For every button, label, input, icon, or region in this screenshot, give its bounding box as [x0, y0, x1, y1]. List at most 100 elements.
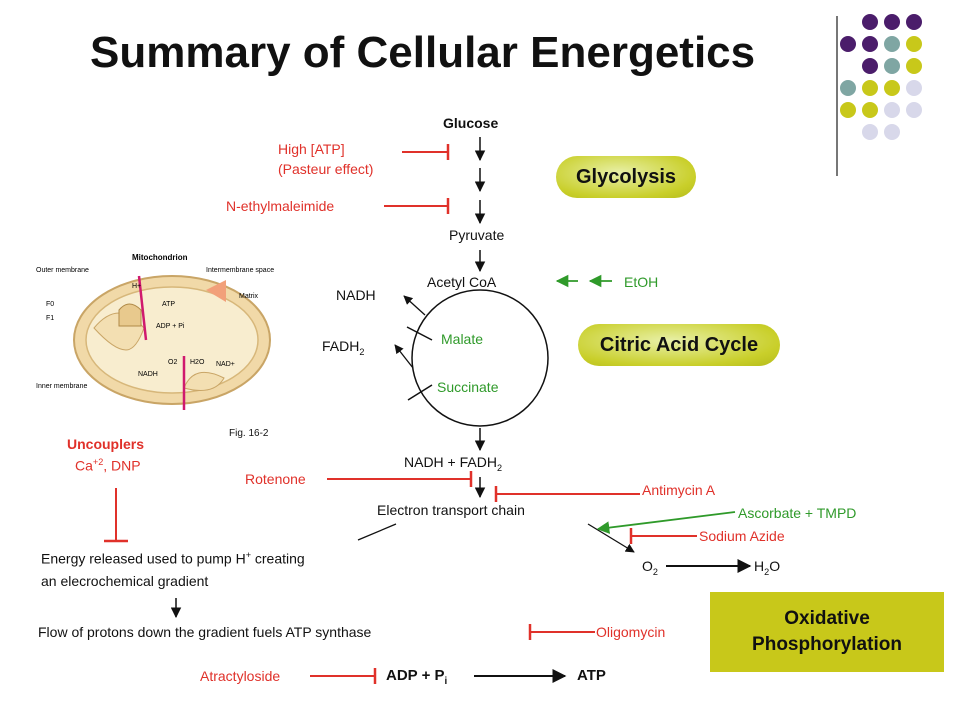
adp-text: ADP + P	[386, 667, 445, 684]
oligomycin-label: Oligomycin	[596, 624, 666, 640]
energy-line1-b: creating	[251, 550, 305, 567]
energy-line-1: Energy released used to pump H+ creating	[41, 550, 305, 567]
h2o-o: O	[769, 558, 781, 574]
fadh2-label: FADH2	[322, 338, 364, 357]
tca-nadh-arrow	[403, 295, 426, 316]
oxidative-phosphorylation-box: Oxidative Phosphorylation	[710, 592, 944, 672]
energy-line-2: an elecrochemical gradient	[41, 573, 209, 589]
decorative-dot	[884, 14, 900, 30]
decorative-dot	[884, 80, 900, 96]
mito-atp: ATP	[162, 301, 175, 308]
decorative-dot	[862, 102, 878, 118]
atractyloside-label: Atractyloside	[200, 668, 281, 684]
uncouplers-title: Uncouplers	[67, 436, 145, 452]
oxidative-line-1: Oxidative	[784, 608, 870, 630]
h2o-sub: 2	[764, 566, 770, 577]
mito-intermembrane: Intermembrane space	[206, 267, 274, 274]
citric-acid-cycle-badge: Citric Acid Cycle	[578, 324, 780, 366]
crista-shape-2	[183, 371, 225, 391]
etoh-label: EtOH	[624, 274, 659, 290]
mito-adp: ADP + Pi	[156, 323, 185, 330]
decorative-dot	[906, 80, 922, 96]
energy-line1-sup: +	[245, 550, 251, 560]
oxidative-line-2: Phosphorylation	[752, 634, 902, 655]
uncouplers-ca-sup: +2	[92, 457, 104, 467]
atp-synthase-shape	[118, 303, 142, 327]
pyruvate-label: Pyruvate	[449, 227, 505, 243]
tca-tick-malate	[406, 326, 433, 341]
high-atp-label: High [ATP]	[278, 141, 345, 157]
tca-cycle-circle	[411, 289, 549, 427]
h2o-label: H2O	[754, 558, 780, 577]
decorative-dot	[906, 58, 922, 74]
mito-o2: O2	[168, 359, 177, 366]
sodium-azide-label: Sodium Azide	[699, 528, 785, 544]
decorative-dot	[884, 58, 900, 74]
decorative-dot	[862, 80, 878, 96]
malate-label: Malate	[441, 331, 484, 347]
adp-sub: i	[444, 676, 448, 687]
antimycin-label: Antimycin A	[642, 482, 716, 498]
mito-matrix: Matrix	[239, 293, 259, 300]
ascorbate-arrow	[596, 511, 736, 534]
energy-line1-a: Energy released used to pump H	[41, 550, 246, 567]
figure-caption: Fig. 16-2	[229, 428, 269, 439]
mito-nad-plus: NAD+	[216, 361, 235, 368]
o2-text: O	[642, 558, 653, 574]
o2-label: O2	[642, 558, 658, 577]
nadh-label: NADH	[336, 287, 376, 303]
nem-label: N-ethylmaleimide	[226, 198, 335, 214]
uncouplers-dnp: , DNP	[103, 457, 141, 474]
tca-fadh-arrow	[394, 344, 414, 369]
mito-heading: Mitochondrion	[132, 253, 188, 262]
mito-outer-membrane: Outer membrane	[36, 267, 89, 274]
decorative-dot	[862, 36, 878, 52]
uncouplers-agents: Ca+2, DNP	[75, 457, 141, 474]
decorative-dot	[884, 124, 900, 140]
decorative-dot	[840, 102, 856, 118]
etc-to-o2-arrow	[587, 523, 635, 553]
decorative-divider	[836, 16, 838, 176]
decorative-dot	[906, 14, 922, 30]
nadh-fadh-text: NADH + FADH	[404, 454, 497, 470]
etc-label: Electron transport chain	[377, 502, 525, 518]
decorative-dot	[884, 36, 900, 52]
mito-f0: F0	[46, 301, 54, 308]
rotenone-label: Rotenone	[245, 471, 306, 487]
succinate-label: Succinate	[437, 379, 499, 395]
ascorbate-label: Ascorbate + TMPD	[738, 505, 857, 521]
flow-label: Flow of protons down the gradient fuels …	[38, 624, 372, 640]
acetyl-coa-label: Acetyl CoA	[427, 274, 497, 290]
glycolysis-badge: Glycolysis	[556, 156, 696, 198]
mito-f1: F1	[46, 315, 54, 322]
decorative-dot	[862, 124, 878, 140]
tca-tick-succinate	[407, 384, 433, 401]
mito-nadh: NADH	[138, 371, 158, 378]
decorative-dot	[840, 80, 856, 96]
glucose-label: Glucose	[443, 115, 499, 131]
decorative-dot	[906, 36, 922, 52]
decorative-dot	[884, 102, 900, 118]
decorative-dot	[862, 58, 878, 74]
pump-shape	[206, 280, 226, 302]
mito-inner-membrane: Inner membrane	[36, 383, 87, 390]
mito-h-plus: H+	[132, 283, 141, 290]
etc-left-line	[357, 523, 397, 541]
atp-label: ATP	[577, 667, 606, 684]
nadh-fadh-sub: 2	[496, 462, 503, 473]
fadh-text: FADH	[322, 338, 360, 354]
mito-h2o: H2O	[190, 359, 205, 366]
nadh-fadh2-label: NADH + FADH2	[404, 454, 502, 473]
h2o-h: H	[754, 558, 765, 574]
uncouplers-ca: Ca	[75, 457, 93, 474]
fadh-sub: 2	[359, 346, 365, 357]
page-title: Summary of Cellular Energetics	[90, 28, 756, 77]
proton-arrow	[137, 275, 148, 341]
o2-sub: 2	[652, 566, 658, 577]
decorative-dot	[840, 36, 856, 52]
adp-pi-label: ADP + Pi	[386, 667, 447, 687]
mitochondrion-figure: Mitochondrion Outer membrane Intermembra…	[34, 248, 276, 416]
decorative-dot	[862, 14, 878, 30]
decorative-dot	[906, 102, 922, 118]
